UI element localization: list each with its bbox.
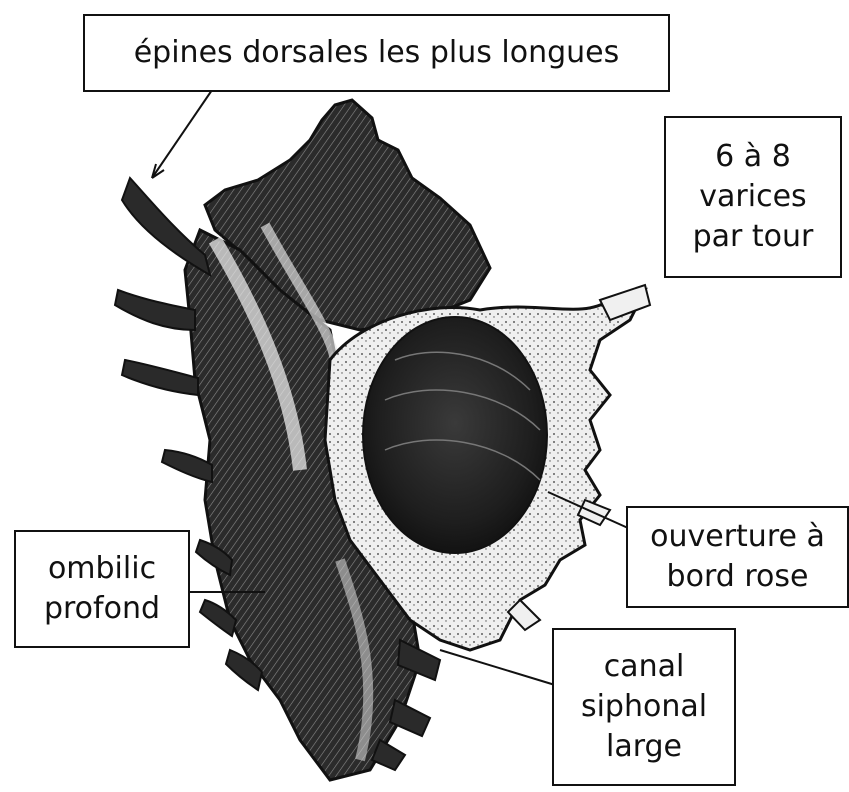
label-siphonal-canal-line-3: large	[606, 727, 682, 767]
label-siphonal-canal: canal siphonal large	[552, 628, 736, 786]
label-aperture-line-1: ouverture à	[650, 517, 825, 557]
label-siphonal-canal-line-1: canal	[604, 647, 685, 687]
label-varices-line-1: 6 à 8	[715, 137, 791, 177]
label-varices-line-3: par tour	[693, 217, 814, 257]
label-varices-line-2: varices	[699, 177, 806, 217]
siphonal-canal-pointer	[440, 650, 555, 685]
label-varices: 6 à 8 varices par tour	[664, 116, 842, 278]
dorsal-spines-arrowhead	[152, 164, 164, 178]
label-umbilicus-line-1: ombilic	[48, 549, 156, 589]
dorsal-spines-pointer	[152, 90, 212, 178]
label-dorsal-spines: épines dorsales les plus longues	[83, 14, 670, 92]
shell-aperture	[363, 317, 547, 553]
label-umbilicus-line-2: profond	[44, 589, 160, 629]
label-umbilicus: ombilic profond	[14, 530, 190, 648]
label-aperture-line-2: bord rose	[667, 557, 809, 597]
label-siphonal-canal-line-2: siphonal	[581, 687, 707, 727]
label-dorsal-spines-line-1: épines dorsales les plus longues	[134, 33, 620, 73]
label-aperture: ouverture à bord rose	[626, 506, 849, 608]
